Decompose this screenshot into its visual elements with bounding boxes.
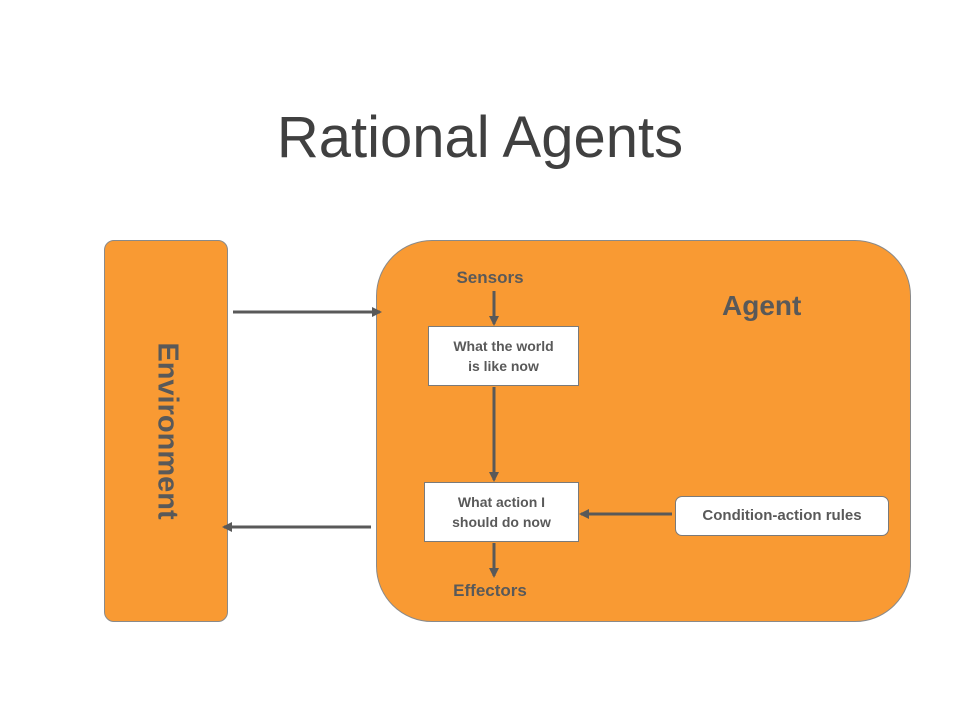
effectors-label: Effectors (453, 581, 527, 600)
sensors-label: Sensors (456, 268, 524, 287)
agent-label: Agent (722, 290, 802, 321)
agent-box (376, 240, 911, 622)
action-line-1: What action I (457, 494, 546, 510)
page-title: Rational Agents (276, 105, 684, 170)
world-state-line-1: What the world (453, 338, 554, 354)
action-line-2: should do now (452, 514, 551, 530)
action-box: What action I should do now (424, 482, 579, 542)
condition-action-rules-box: Condition-action rules (675, 496, 889, 536)
environment-box: Environment (104, 240, 228, 622)
world-state-box: What the world is like now (428, 326, 579, 386)
world-state-line-2: is like now (468, 358, 539, 374)
